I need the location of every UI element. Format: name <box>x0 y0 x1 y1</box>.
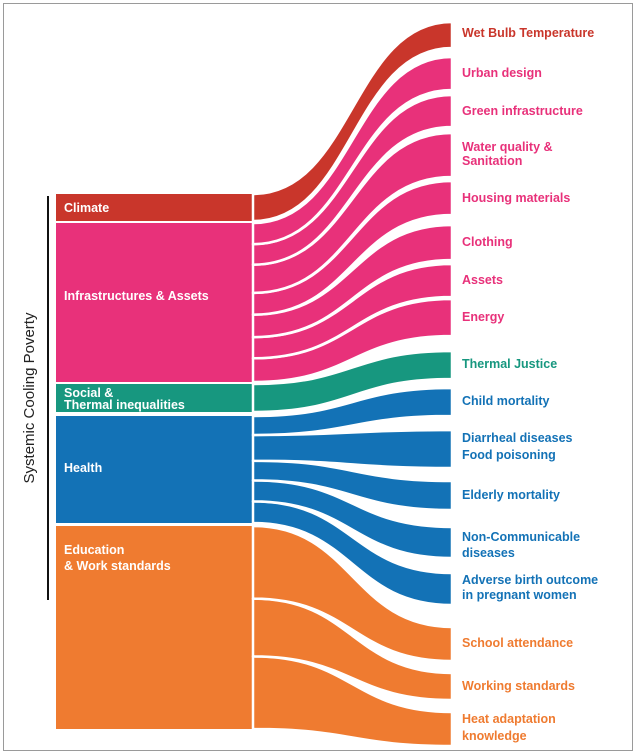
source-node-health <box>56 416 255 523</box>
target-label-urban-design: Urban design <box>462 66 542 80</box>
target-label-diarrheal-food-line-2: Food poisoning <box>462 448 556 462</box>
flow-ribbon-working-standards <box>251 597 454 702</box>
target-label-thermal-justice: Thermal Justice <box>462 357 557 371</box>
flow-ribbon-thermal-justice <box>251 349 454 414</box>
flow-ribbon-heat-adaptation <box>251 655 454 748</box>
target-label-heat-adaptation-line-1: Heat adaptation <box>462 712 556 726</box>
flow-ribbon-diarrheal-food <box>251 428 454 470</box>
target-label-working-standards: Working standards <box>462 679 575 693</box>
target-label-non-communicable-line-1: Non-Communicable <box>462 530 580 544</box>
target-label-adverse-birth-line-2: in pregnant women <box>462 588 577 602</box>
source-node-infrastructure <box>56 223 255 382</box>
source-label-social-line-2: Thermal inequalities <box>64 398 185 412</box>
target-label-diarrheal-food-line-1: Diarrheal diseases <box>462 431 573 445</box>
target-label-water-quality-sanitation-line-1: Water quality & <box>462 140 553 154</box>
target-label-water-quality-sanitation-line-2: Sanitation <box>462 154 522 168</box>
source-label-infrastructure: Infrastructures & Assets <box>64 289 209 303</box>
source-label-education-line-2: & Work standards <box>64 559 171 573</box>
flow-ribbon-clothing <box>251 223 454 339</box>
target-label-child-mortality: Child mortality <box>462 394 550 408</box>
target-label-clothing: Clothing <box>462 235 513 249</box>
flow-ribbon-urban-design <box>251 55 454 246</box>
target-label-school-attendance: School attendance <box>462 636 573 650</box>
target-label-green-infrastructure: Green infrastructure <box>462 104 583 118</box>
source-label-health: Health <box>64 461 102 475</box>
flow-ribbon-child-mortality <box>251 386 454 437</box>
source-label-social-line-1: Social & <box>64 386 113 400</box>
target-label-energy: Energy <box>462 310 504 324</box>
flow-ribbon-school-attendance <box>251 524 454 663</box>
axis-title: Systemic Cooling Poverty <box>21 312 38 483</box>
source-node-social <box>56 384 255 412</box>
target-label-assets: Assets <box>462 273 503 287</box>
source-label-climate: Climate <box>64 201 109 215</box>
source-label-education-line-1: Education <box>64 543 124 557</box>
target-label-non-communicable-line-2: diseases <box>462 546 515 560</box>
target-label-elderly-mortality: Elderly mortality <box>462 488 560 502</box>
flow-layer <box>56 20 454 748</box>
source-node-education <box>56 526 255 729</box>
flow-ribbon-adverse-birth <box>251 500 454 607</box>
target-label-housing-materials: Housing materials <box>462 191 570 205</box>
flow-ribbon-elderly-mortality <box>251 459 454 512</box>
source-node-climate <box>56 194 255 221</box>
target-label-wet-bulb-temperature: Wet Bulb Temperature <box>462 26 594 40</box>
flow-ribbon-non-communicable <box>251 479 454 560</box>
flow-ribbon-wet-bulb-temperature <box>251 20 454 223</box>
target-label-adverse-birth-line-1: Adverse birth outcome <box>462 573 598 587</box>
target-label-heat-adaptation-line-2: knowledge <box>462 729 527 743</box>
